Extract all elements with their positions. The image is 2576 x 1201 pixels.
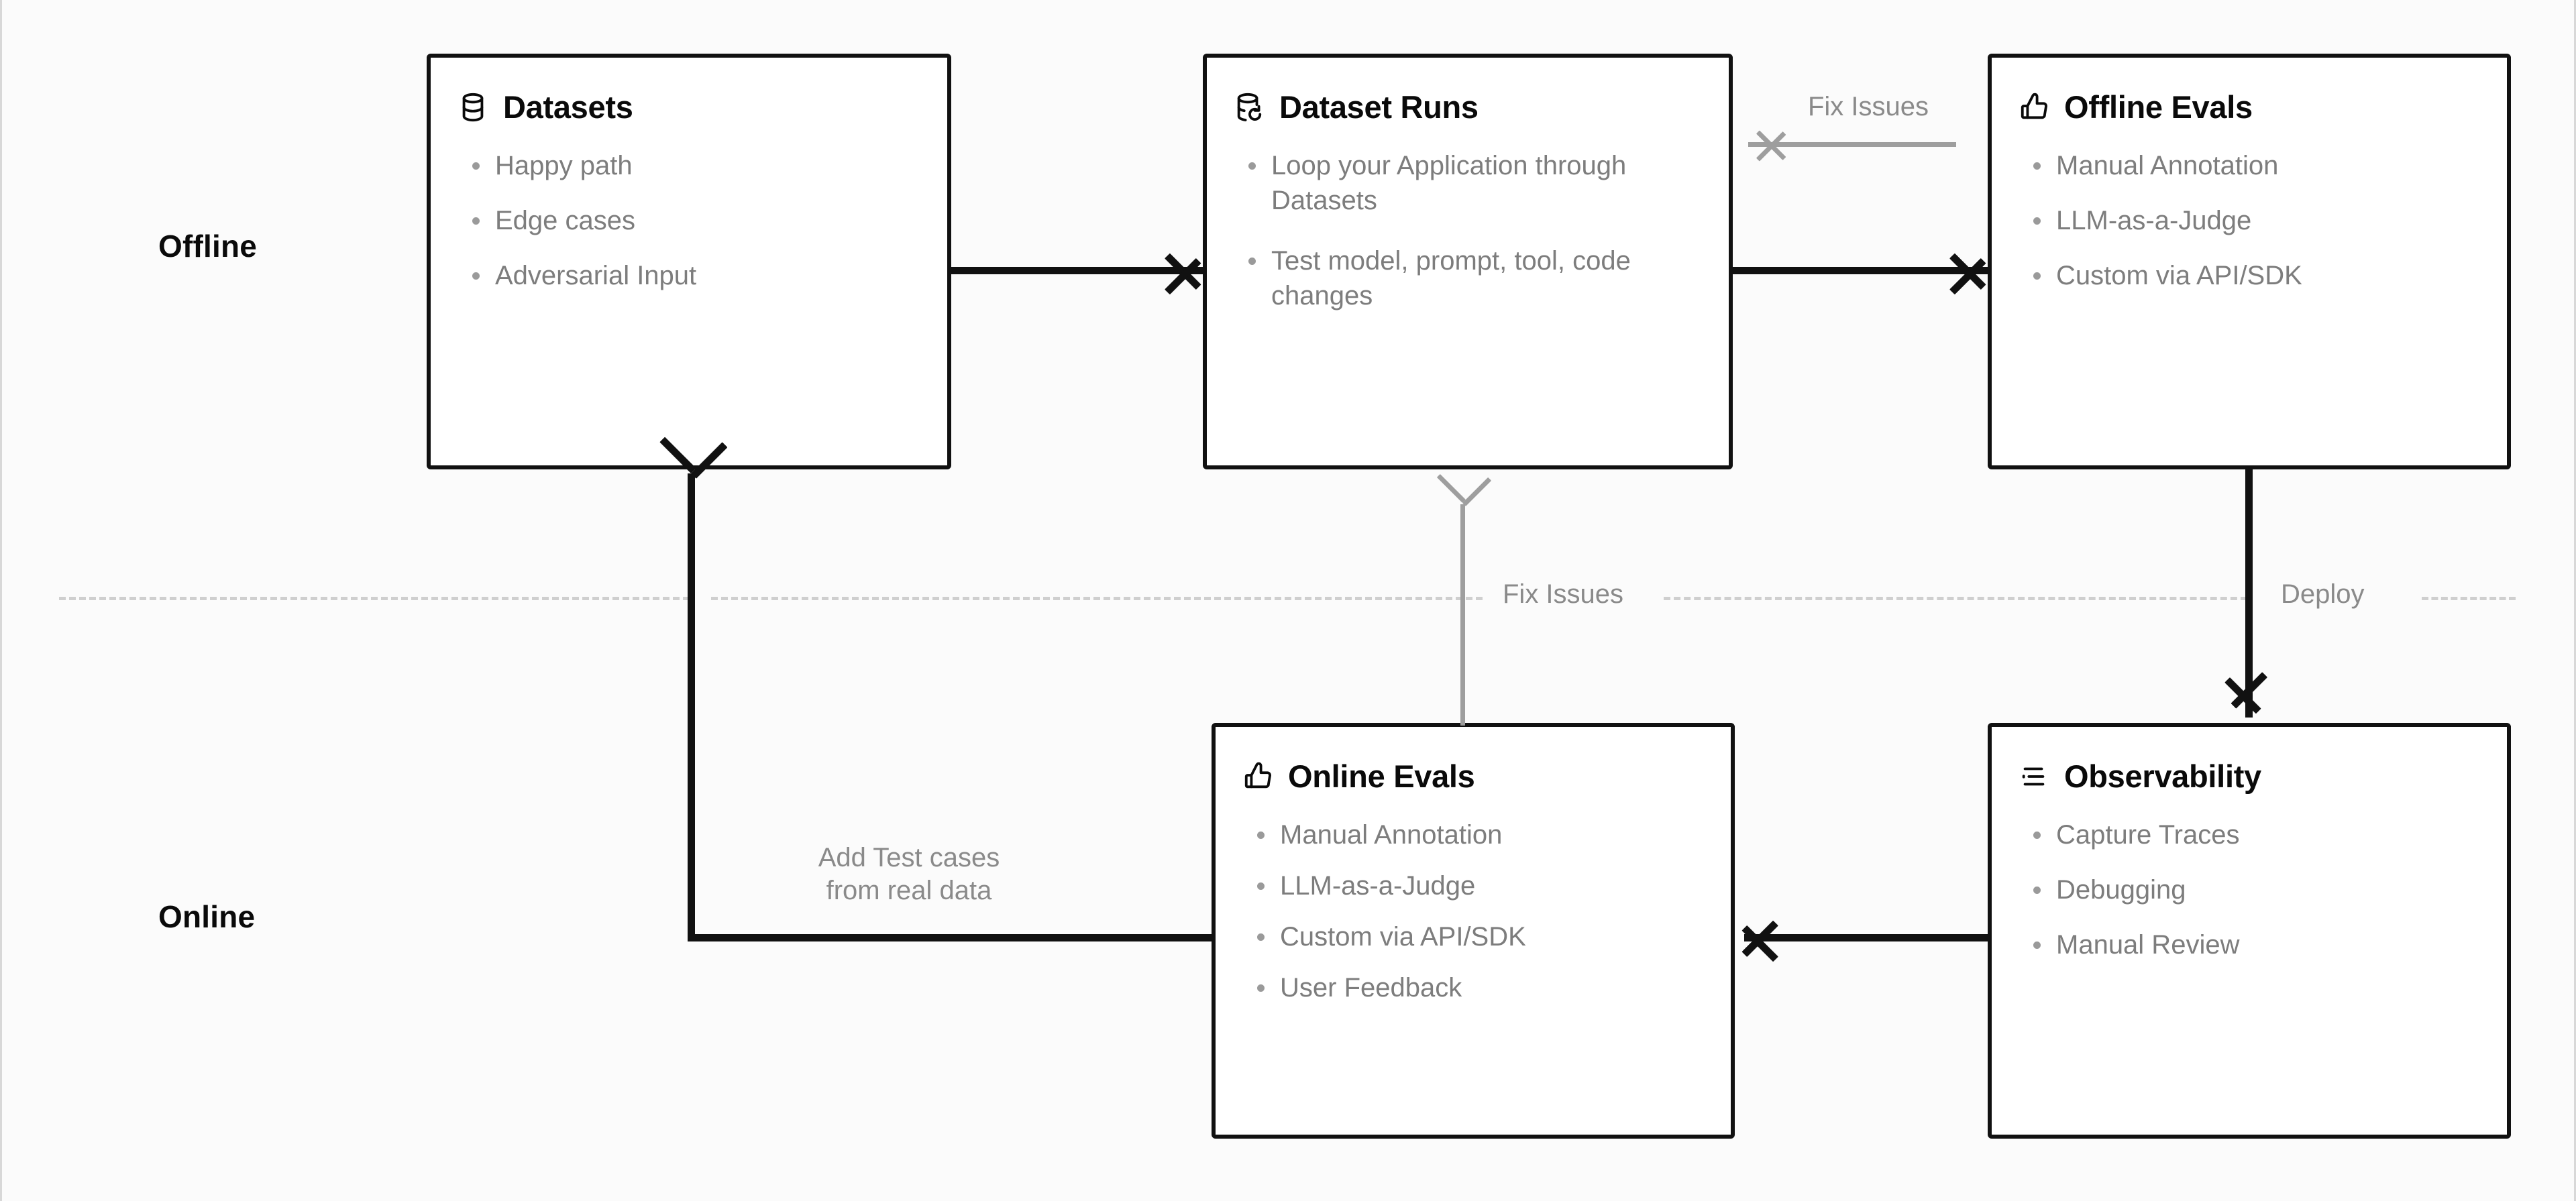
node-dataset-runs-title: Dataset Runs xyxy=(1279,89,1479,125)
thumbs-up-icon xyxy=(1244,762,1271,788)
edge-datasets-to-runs-line xyxy=(951,267,1205,274)
lane-divider-segment-3 xyxy=(1664,597,2247,600)
node-online-evals-title: Online Evals xyxy=(1288,758,1475,794)
lane-divider-segment-1 xyxy=(59,597,690,600)
edge-label-deploy: Deploy xyxy=(2281,578,2365,611)
edge-deploy-arrowhead xyxy=(2215,672,2285,719)
node-online-evals[interactable]: Online Evals Manual Annotation LLM-as-a-… xyxy=(1212,723,1735,1139)
node-datasets-bullets: Happy path Edge cases Adversarial Input xyxy=(431,125,947,293)
list-item: Manual Annotation xyxy=(1253,817,1711,852)
node-offline-evals-bullets: Manual Annotation LLM-as-a-Judge Custom … xyxy=(1992,125,2507,293)
node-dataset-runs-header: Dataset Runs xyxy=(1207,58,1729,125)
list-item: Test model, prompt, tool, code changes xyxy=(1244,243,1709,313)
edge-online-evals-to-datasets-horizontal xyxy=(688,934,1214,941)
edge-fix-issues-top-line xyxy=(1748,142,1956,147)
list-item: User Feedback xyxy=(1253,970,1711,1005)
edge-fix-issues-middle-arrowhead xyxy=(1436,473,1492,540)
list-item: Custom via API/SDK xyxy=(1253,919,1711,954)
list-item: Debugging xyxy=(2029,872,2487,907)
edge-observability-to-online-evals-line xyxy=(1744,934,1991,941)
list-item: Capture Traces xyxy=(2029,817,2487,852)
edge-label-fix-issues-top: Fix Issues xyxy=(1784,91,1952,123)
list-item: Edge cases xyxy=(468,203,927,238)
edge-fix-issues-middle-line xyxy=(1460,504,1465,726)
edge-observability-to-online-evals-arrowhead xyxy=(1734,903,1778,973)
node-offline-evals-header: Offline Evals xyxy=(1992,58,2507,125)
list-item: Adversarial Input xyxy=(468,258,927,293)
list-tree-icon xyxy=(2022,767,2045,785)
edge-label-add-test-cases-line1: Add Test cases xyxy=(818,843,1000,872)
edge-deploy-line xyxy=(2245,469,2253,718)
lane-divider-segment-2 xyxy=(711,597,1483,600)
database-restore-icon xyxy=(1237,93,1262,121)
lane-label-offline: Offline xyxy=(158,229,258,264)
edge-online-evals-to-datasets-arrowhead xyxy=(657,437,728,511)
edge-runs-to-offline-evals-arrowhead xyxy=(1949,236,1992,306)
database-icon xyxy=(462,93,484,121)
list-item: Manual Annotation xyxy=(2029,148,2487,183)
lane-divider-segment-4 xyxy=(2422,597,2516,600)
lane-label-online: Online xyxy=(158,899,256,934)
node-online-evals-bullets: Manual Annotation LLM-as-a-Judge Custom … xyxy=(1216,795,1731,1005)
node-observability-header: Observability xyxy=(1992,727,2507,795)
edge-label-add-test-cases-line2: from real data xyxy=(826,875,992,905)
edge-label-add-test-cases: Add Test cases from real data xyxy=(778,842,1040,907)
node-online-evals-header: Online Evals xyxy=(1216,727,1731,795)
edge-datasets-to-runs-arrowhead xyxy=(1165,236,1208,306)
edge-label-fix-issues-middle: Fix Issues xyxy=(1503,578,1624,611)
list-item: Loop your Application through Datasets xyxy=(1244,148,1709,218)
list-item: Manual Review xyxy=(2029,927,2487,962)
node-offline-evals-title: Offline Evals xyxy=(2064,89,2253,125)
edge-runs-to-offline-evals-line xyxy=(1733,267,1990,274)
edge-fix-issues-top-arrowhead xyxy=(1744,119,1786,170)
node-offline-evals[interactable]: Offline Evals Manual Annotation LLM-as-a… xyxy=(1988,54,2511,469)
list-item: Custom via API/SDK xyxy=(2029,258,2487,293)
list-item: Happy path xyxy=(468,148,927,183)
edge-online-evals-to-datasets-vertical xyxy=(688,473,695,941)
node-observability-bullets: Capture Traces Debugging Manual Review xyxy=(1992,795,2507,962)
thumbs-up-icon xyxy=(2021,93,2047,119)
list-item: LLM-as-a-Judge xyxy=(1253,868,1711,903)
list-item: LLM-as-a-Judge xyxy=(2029,203,2487,238)
node-dataset-runs-bullets: Loop your Application through Datasets T… xyxy=(1207,125,1729,313)
node-observability-title: Observability xyxy=(2064,758,2261,794)
node-datasets-title: Datasets xyxy=(503,89,633,125)
node-observability[interactable]: Observability Capture Traces Debugging M… xyxy=(1988,723,2511,1139)
node-datasets[interactable]: Datasets Happy path Edge cases Adversari… xyxy=(427,54,951,469)
node-datasets-header: Datasets xyxy=(431,58,947,125)
node-dataset-runs[interactable]: Dataset Runs Loop your Application throu… xyxy=(1203,54,1733,469)
